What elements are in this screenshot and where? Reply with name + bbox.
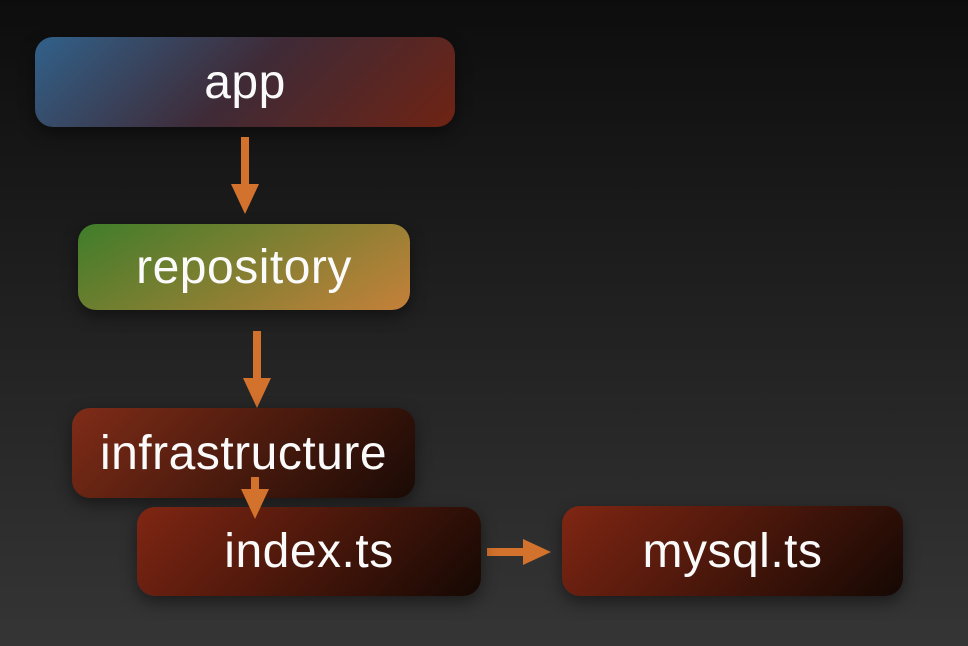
- arrow-down-icon: [243, 331, 271, 408]
- arrow-right-icon: [487, 539, 551, 565]
- node-repository: repository: [78, 224, 410, 310]
- node-infrastructure: infrastructure: [72, 408, 415, 498]
- node-mysql-ts: mysql.ts: [562, 506, 903, 596]
- node-label: mysql.ts: [642, 524, 823, 578]
- node-label: index.ts: [224, 525, 394, 578]
- node-label: app: [204, 55, 286, 109]
- node-app: app: [35, 37, 455, 127]
- arrow-down-icon: [231, 137, 259, 214]
- arrow-down-icon: [241, 477, 269, 519]
- node-label: repository: [136, 240, 352, 294]
- node-label: infrastructure: [99, 426, 388, 480]
- node-index-ts: index.ts: [137, 507, 481, 596]
